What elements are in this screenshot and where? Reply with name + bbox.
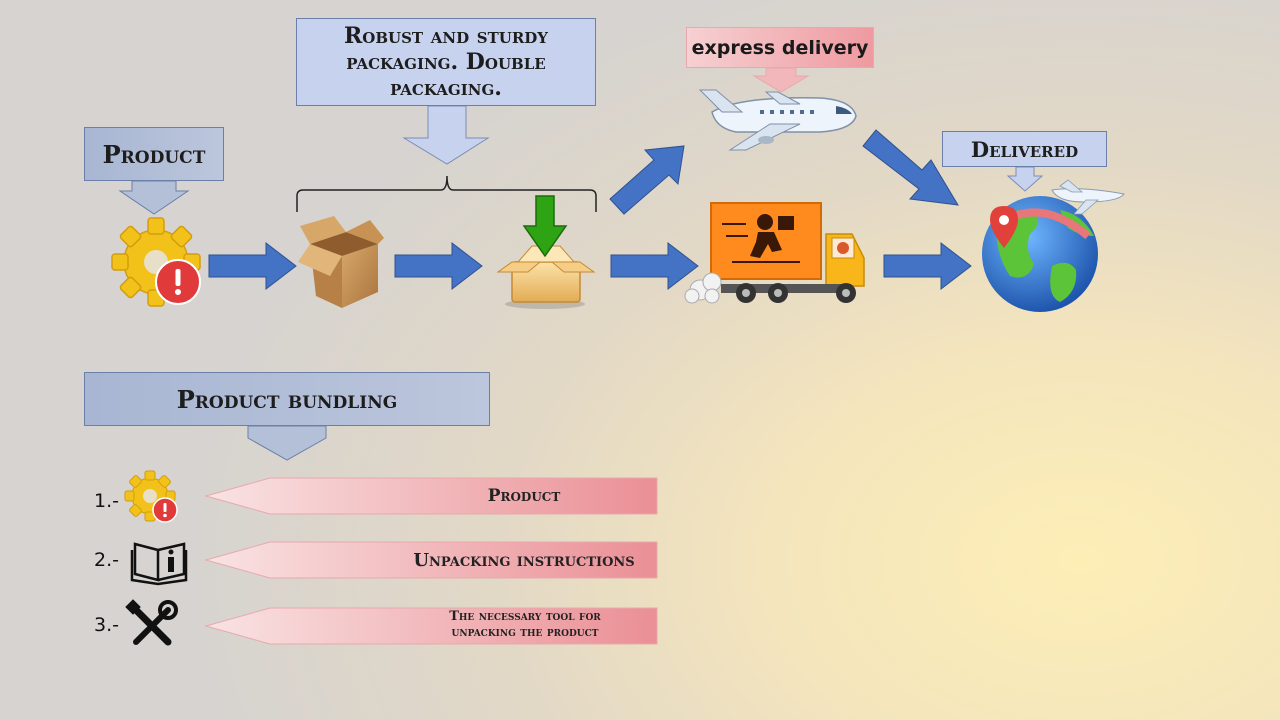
product-callout: Product bbox=[84, 127, 224, 181]
download-arrow-icon bbox=[522, 195, 568, 258]
bundling-title: Product bundling bbox=[176, 384, 398, 414]
bundling-item-label-1: Product bbox=[487, 486, 561, 506]
manual-info-icon bbox=[130, 542, 188, 586]
flow-arrow-2 bbox=[394, 241, 483, 291]
bundling-item-number-1: 1.- bbox=[94, 490, 119, 512]
bundling-item-label-2: Unpacking instructions bbox=[413, 550, 635, 571]
product-callout-label: Product bbox=[102, 139, 206, 169]
flow-arrow-down bbox=[862, 129, 959, 206]
flow-arrow-1 bbox=[208, 241, 297, 291]
banner-unpacking-instructions bbox=[204, 541, 658, 579]
gear-alert-icon bbox=[111, 217, 201, 307]
airplane-icon bbox=[698, 89, 857, 151]
packaging-callout: Robust and sturdy packaging. Double pack… bbox=[296, 18, 596, 106]
express-callout-pointer bbox=[752, 67, 810, 93]
delivered-callout-label: Delivered bbox=[970, 136, 1079, 162]
flow-arrow-up bbox=[609, 145, 685, 215]
express-delivery-label: express delivery bbox=[691, 36, 869, 59]
bundling-item-number-2: 2.- bbox=[94, 549, 119, 571]
small-gear-alert-icon bbox=[124, 470, 178, 523]
globe-icon bbox=[982, 196, 1098, 312]
delivery-truck-icon bbox=[684, 202, 865, 304]
banner-tool bbox=[204, 607, 658, 645]
bundling-callout-pointer bbox=[247, 425, 327, 461]
express-delivery-callout: express delivery bbox=[686, 27, 874, 68]
info-glyph bbox=[168, 549, 174, 572]
open-box-icon bbox=[496, 195, 596, 309]
delivered-callout: Delivered bbox=[942, 131, 1107, 167]
bundling-item-number-3: 3.- bbox=[94, 614, 119, 636]
small-airplane-icon bbox=[1051, 179, 1125, 215]
packaging-bracket bbox=[296, 175, 597, 212]
packaging-callout-pointer bbox=[402, 105, 490, 165]
packaging-callout-label: Robust and sturdy packaging. Double pack… bbox=[343, 23, 549, 101]
cardboard-box-icon bbox=[298, 216, 384, 308]
delivered-callout-pointer bbox=[1006, 166, 1044, 192]
tools-icon bbox=[125, 599, 178, 646]
flow-arrow-3 bbox=[610, 241, 699, 291]
banner-product bbox=[204, 477, 658, 515]
bundling-item-label-3: The necessary tool for unpacking the pro… bbox=[449, 609, 601, 640]
product-callout-pointer bbox=[118, 180, 190, 215]
bundling-title-box: Product bundling bbox=[84, 372, 490, 426]
flow-arrow-4 bbox=[883, 241, 972, 291]
